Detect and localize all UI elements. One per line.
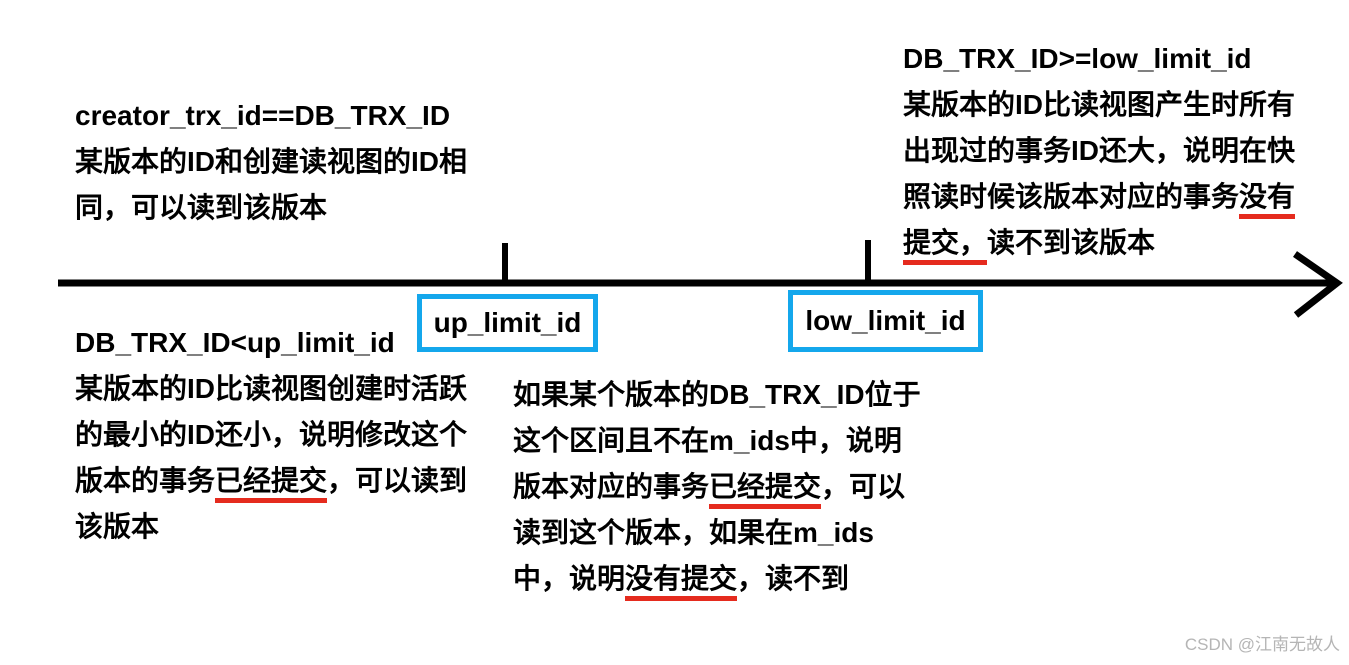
note-line: 某版本的ID和创建读视图的ID相	[75, 146, 468, 177]
note-line: creator_trx_id==DB_TRX_ID	[75, 100, 451, 131]
note-line: 某版本的ID比读视图创建时活跃	[75, 373, 468, 404]
note-text: 照读时候该版本对应的事务	[903, 181, 1240, 212]
note-line: 某版本的ID比读视图产生时所有	[903, 89, 1296, 120]
csdn-watermark: CSDN @江南无故人	[1184, 635, 1340, 654]
note-line: 这个区间且不在m_ids中，说明	[513, 425, 902, 456]
up-limit-id-box: up_limit_id	[417, 294, 598, 352]
note-line: 读到这个版本，如果在m_ids	[513, 517, 874, 548]
red-underlined-text: 没有提交	[625, 563, 738, 601]
up-limit-id-label: up_limit_id	[433, 307, 582, 338]
note-text: ，读不到	[737, 563, 850, 594]
low-limit-id-label: low_limit_id	[805, 305, 966, 336]
note-less-than-up-limit: DB_TRX_ID<up_limit_id 某版本的ID比读视图创建时活跃 的最…	[75, 320, 467, 550]
note-line: 照读时候该版本对应的事务没有	[903, 174, 1296, 220]
note-line: 的最小的ID还小，说明修改这个	[75, 419, 468, 450]
note-line: 版本的事务已经提交，可以读到	[75, 458, 467, 504]
note-line: DB_TRX_ID>=low_limit_id	[903, 43, 1252, 74]
note-line: DB_TRX_ID<up_limit_id	[75, 327, 395, 358]
note-line: 中，说明没有提交，读不到	[513, 556, 921, 602]
note-text: 版本的事务	[75, 465, 216, 496]
red-underlined-text: 提交，	[903, 227, 988, 265]
arrowhead-icon	[1293, 251, 1343, 318]
note-line: 版本对应的事务已经提交，可以	[513, 464, 921, 510]
red-underlined-text: 已经提交	[709, 471, 822, 509]
note-line: 同，可以读到该版本	[75, 192, 328, 223]
note-text: 读不到该版本	[987, 227, 1156, 258]
red-underlined-text: 已经提交	[215, 465, 328, 503]
note-greater-equal-low-limit: DB_TRX_ID>=low_limit_id 某版本的ID比读视图产生时所有 …	[903, 36, 1296, 266]
note-line: 出现过的事务ID还大，说明在快	[903, 135, 1296, 166]
note-line: 该版本	[75, 511, 160, 542]
timeline-axis	[58, 240, 1343, 318]
note-text: ，可以	[821, 471, 906, 502]
note-between-limits: 如果某个版本的DB_TRX_ID位于 这个区间且不在m_ids中，说明 版本对应…	[513, 372, 921, 602]
note-text: 中，说明	[513, 563, 626, 594]
note-text: 版本对应的事务	[513, 471, 710, 502]
note-line: 如果某个版本的DB_TRX_ID位于	[513, 379, 921, 410]
note-line: 提交，读不到该版本	[903, 220, 1295, 266]
note-creator-trx-id: creator_trx_id==DB_TRX_ID 某版本的ID和创建读视图的I…	[75, 93, 467, 231]
low-limit-id-box: low_limit_id	[788, 290, 983, 352]
note-text: ，可以读到	[327, 465, 468, 496]
red-underlined-text: 没有	[1239, 181, 1296, 219]
